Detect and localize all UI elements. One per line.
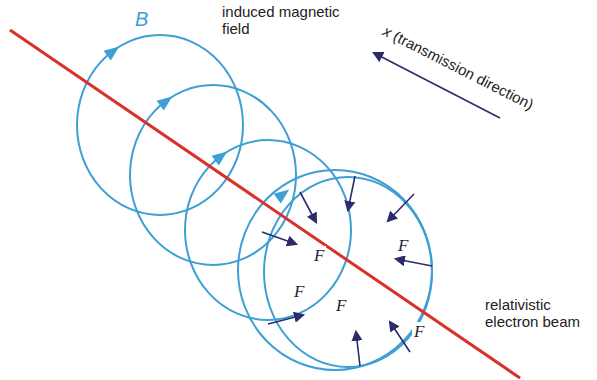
direction-label: x (transmission direction) — [380, 22, 536, 113]
field-ring — [77, 35, 243, 215]
field-caption: induced magnetic field — [222, 3, 340, 38]
beam-label: relativistic electron beam — [485, 296, 591, 331]
ring-arrowhead — [104, 42, 123, 61]
ring-arrowhead — [274, 185, 293, 204]
force-arrow — [390, 322, 410, 352]
force-arrow — [356, 332, 360, 366]
force-label: F — [292, 282, 306, 302]
force-arrow — [348, 176, 355, 210]
force-arrow — [268, 315, 303, 324]
force-arrow — [262, 232, 296, 244]
ring-arrowhead — [212, 147, 231, 166]
force-label: F — [312, 246, 326, 266]
field-symbol: B — [135, 8, 148, 31]
ring-arrowhead — [157, 92, 176, 111]
force-label: F — [396, 236, 410, 256]
force-label: F — [334, 296, 348, 316]
field-ring — [238, 170, 432, 370]
electron-beam — [10, 30, 520, 378]
field-ring — [130, 85, 296, 265]
force-label: F — [412, 322, 426, 342]
force-arrow — [396, 259, 432, 266]
force-arrow — [388, 194, 414, 221]
field-ring — [264, 177, 432, 367]
force-arrow — [300, 192, 316, 222]
